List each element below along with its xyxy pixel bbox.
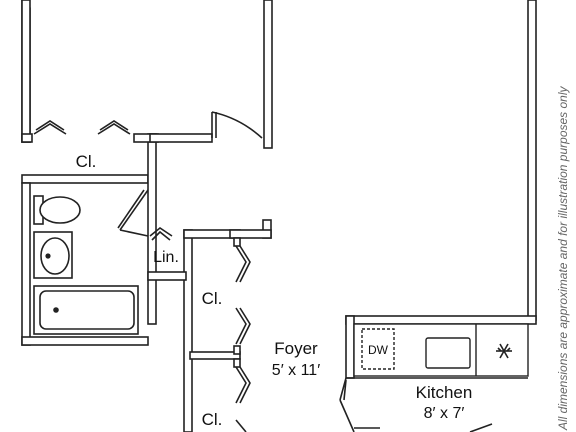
bedroom-door bbox=[211, 111, 263, 139]
foyer-closet-doors bbox=[233, 237, 251, 432]
toilet bbox=[33, 195, 81, 225]
kitchen-lower-wall bbox=[339, 377, 528, 432]
closet-top-label: Cl. bbox=[76, 152, 97, 171]
foyer-size-label: 5′ x 11′ bbox=[272, 362, 320, 379]
closet-doors-top bbox=[33, 120, 131, 135]
linen-door bbox=[149, 227, 173, 241]
bathtub bbox=[33, 285, 139, 335]
foyer-name-label: Foyer bbox=[274, 339, 318, 358]
closet-bottom-label: Cl. bbox=[202, 410, 223, 429]
walls bbox=[21, 0, 537, 432]
linen-label: Lin. bbox=[153, 249, 179, 266]
kitchen-size-label: 8′ x 7′ bbox=[424, 405, 465, 422]
kitchen-name-label: Kitchen bbox=[416, 383, 473, 402]
disclaimer-text: All dimensions are approximate and for i… bbox=[556, 86, 570, 430]
dishwasher-label: DW bbox=[368, 343, 389, 357]
closet-mid-label: Cl. bbox=[202, 289, 223, 308]
snowflake-icon bbox=[496, 343, 512, 359]
bath-door bbox=[117, 189, 149, 237]
bathroom-sink bbox=[33, 231, 73, 279]
